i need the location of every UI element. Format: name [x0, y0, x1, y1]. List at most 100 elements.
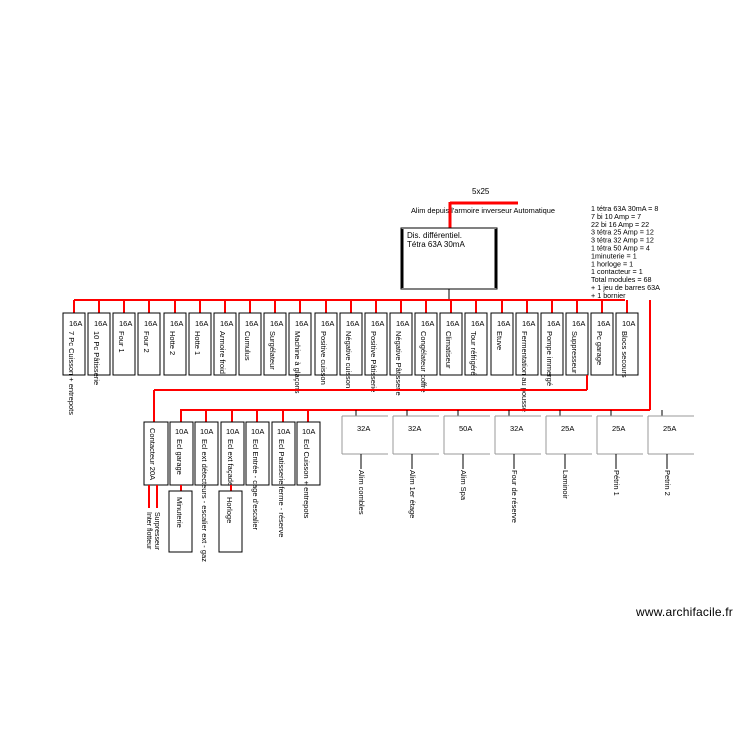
breaker-box — [188, 312, 212, 376]
breaker-label: Positive cuisson — [319, 331, 328, 385]
breaker-rating: 10A — [251, 427, 264, 436]
breaker-box — [590, 312, 614, 376]
breaker-box — [490, 312, 514, 376]
breaker-rating: 32A — [408, 424, 421, 433]
breaker-label: Pétrin 1 — [612, 470, 621, 496]
breaker-label: Four 2 — [142, 331, 151, 353]
breaker-box — [565, 312, 589, 376]
breaker-rating: 16A — [270, 319, 283, 328]
summary-line: Total modules = 68 — [591, 275, 652, 284]
breaker-label: Alim Spa — [459, 470, 468, 501]
summary-line: 1 tétra 50 Amp = 4 — [591, 244, 650, 253]
breaker-label: Hotte 2 — [168, 331, 177, 355]
breaker-label: Pompe immergé — [545, 331, 554, 386]
summary-line: 1 contacteur = 1 — [591, 267, 643, 276]
breaker-box — [515, 312, 539, 376]
row1-breaker: 16A 7 Pc Cuisson + entrepots — [62, 300, 86, 415]
breaker-label: Ecl Patisserie ferme - réserve — [277, 439, 286, 537]
breaker-label: Alim 1er étage — [408, 470, 417, 518]
breaker-rating: 16A — [371, 319, 384, 328]
breaker-box — [137, 312, 161, 376]
module-summary: 1 tétra 63A 30mA = 87 bi 10 Amp = 722 bi… — [591, 204, 660, 300]
breaker-label: Suppresseur — [570, 331, 579, 374]
breaker-box — [271, 421, 296, 486]
timer-box — [168, 490, 193, 553]
contactor-output-label: Surpresseur — [153, 512, 160, 551]
main-breaker-rating: Tétra 63A 30mA — [407, 240, 465, 249]
main-breaker: Dis. différentiel. Tétra 63A 30mA — [400, 227, 498, 300]
breaker-rating: 16A — [295, 319, 308, 328]
breaker-label: Four de réserve — [510, 470, 519, 523]
breaker-rating: 16A — [597, 319, 610, 328]
tetra-breaker: 25A Pétrin 1 — [596, 410, 643, 496]
breaker-label: Etuve — [495, 331, 504, 350]
watermark: www.archifacile.fr — [636, 605, 733, 619]
breaker-label: Pc garage — [595, 331, 604, 365]
breaker-box — [87, 312, 111, 376]
breaker-box — [389, 312, 413, 376]
breaker-box — [314, 312, 338, 376]
breaker-label: Positive Pâtisserie — [369, 331, 378, 392]
summary-line: 7 bi 10 Amp = 7 — [591, 212, 641, 221]
tetra-breaker: 32A Alim 1er étage — [392, 410, 439, 518]
breaker-rating: 25A — [612, 424, 625, 433]
summary-line: 3 tétra 32 Amp = 12 — [591, 236, 654, 245]
timer-box — [218, 490, 243, 553]
breaker-box — [339, 312, 363, 376]
breaker-box — [439, 312, 463, 376]
summary-line: 22 bi 16 Amp = 22 — [591, 220, 649, 229]
timer: Minuterie — [168, 485, 193, 553]
breaker-box — [364, 312, 388, 376]
timer-label: Horloge — [225, 497, 234, 523]
breaker-label: Cumulus — [243, 331, 252, 361]
breaker-label: Fermentation au pousse — [520, 331, 529, 412]
row1-breaker: 16A Four 2 — [137, 300, 161, 376]
breaker-box — [615, 312, 639, 376]
breaker-box — [288, 312, 312, 376]
breaker-rating: 25A — [561, 424, 574, 433]
breaker-rating: 10A — [622, 319, 635, 328]
timer-label: Minuterie — [175, 497, 184, 528]
breaker-rating: 50A — [459, 424, 472, 433]
summary-line: + 1 jeu de barres 63A — [591, 283, 660, 292]
breaker-rating: 16A — [94, 319, 107, 328]
breaker-label: Hotte 1 — [193, 331, 202, 355]
summary-line: 3 tétra 25 Amp = 12 — [591, 228, 654, 237]
breaker-rating: 16A — [396, 319, 409, 328]
breaker-rating: 16A — [144, 319, 157, 328]
breaker-rating: 16A — [471, 319, 484, 328]
breaker-rating: 16A — [170, 319, 183, 328]
breaker-label: Ecl Entrée - cage d'escalier — [251, 439, 260, 531]
breaker-rating: 32A — [357, 424, 370, 433]
breaker-label: Négative cuisson — [344, 331, 353, 388]
breaker-label: Ecl ext façade — [226, 439, 235, 486]
breaker-rating: 16A — [69, 319, 82, 328]
breaker-rating: 25A — [663, 424, 676, 433]
breaker-rating: 10A — [175, 427, 188, 436]
breaker-label: 7 Pc Cuisson + entrepots — [67, 331, 76, 415]
breaker-rating: 16A — [321, 319, 334, 328]
row1-breaker: 16A Hotte 2 — [163, 300, 187, 376]
breaker-box — [263, 312, 287, 376]
breaker-rating: 16A — [547, 319, 560, 328]
breaker-label: Machine à glaçons — [293, 331, 302, 394]
row1-breaker: 16A Pompe immergé — [540, 300, 564, 386]
